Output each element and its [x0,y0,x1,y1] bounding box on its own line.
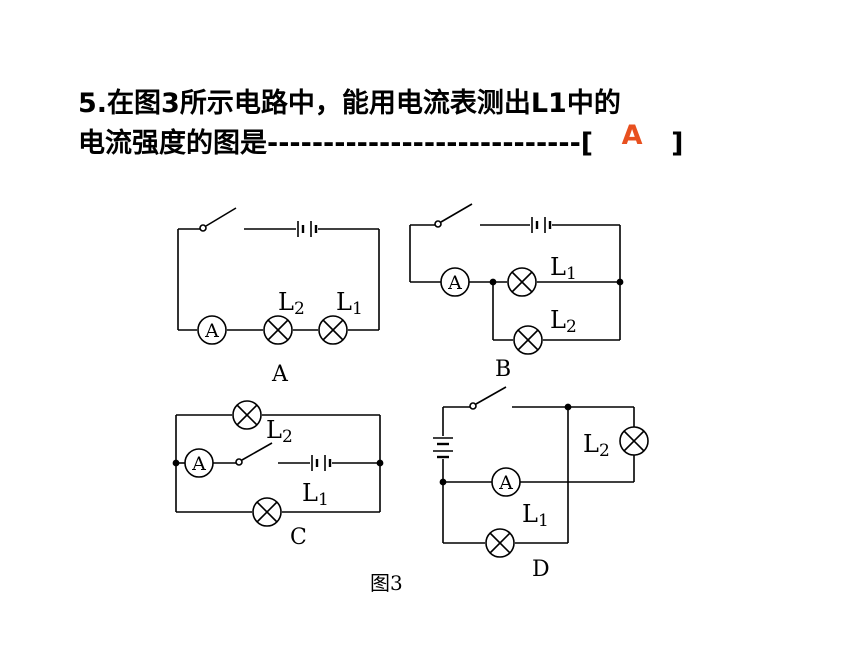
lamp-l2-icon [513,325,543,355]
circuit-a: A L2 L1 A [177,207,380,387]
circuit-d: A L2 L1 D [433,386,649,582]
switch-lever [205,207,237,227]
question-line-1: 5.在图3所示电路中，能用电流表测出L1中的 [78,84,683,124]
battery-icon [311,455,332,471]
circuit-c: A L2 L1 C [172,400,384,550]
question-text: 5.在图3所示电路中，能用电流表测出L1中的 电流强度的图是----------… [78,84,683,164]
ammeter-label: A [204,320,219,342]
switch-pivot [434,220,442,228]
lamp-l2-icon [263,315,293,345]
figure-caption: 图3 [370,571,403,595]
label-l2: L2 [278,288,305,319]
switch-lever [241,442,273,461]
label-l1: L1 [336,288,363,319]
switch-pivot [469,402,477,410]
battery-icon [531,217,552,233]
question-number: 5. [78,88,108,119]
lamp-l1-icon [252,497,282,527]
switch-pivot [199,224,207,232]
option-c-label: C [290,525,307,550]
ammeter-label: A [498,472,513,494]
battery-icon [297,221,318,237]
question-line1-text: 在图3所示电路中，能用电流表测出L1中的 [107,88,621,119]
ammeter-icon: A [184,448,214,478]
switch-pivot [235,458,243,466]
label-l2: L2 [583,430,610,461]
label-l2: L2 [550,306,577,337]
answer-text: A [621,120,643,151]
option-d-label: D [532,557,550,582]
label-l1: L1 [550,253,577,284]
switch-lever [475,386,507,405]
question-line2-text: 电流强度的图是----------------------------[ [78,128,594,159]
switch-lever [440,203,473,223]
circuit-b: A L1 L2 B [409,203,624,382]
ammeter-icon: A [197,315,227,345]
label-l1: L1 [302,479,329,510]
ammeter-label: A [191,453,206,475]
lamp-l1-icon [485,528,515,558]
lamp-l2-icon [232,400,262,430]
option-b-label: B [495,357,511,382]
label-l1: L1 [522,500,549,531]
question-line-2: 电流强度的图是----------------------------[ A] [78,120,684,164]
option-a-label: A [271,362,289,387]
lamp-l2-icon [619,426,649,456]
lamp-l1-icon [318,315,348,345]
ammeter-icon: A [491,467,521,497]
junction-dot [616,278,624,286]
lamp-l1-icon [507,267,537,297]
ammeter-icon: A [440,267,470,297]
label-l2: L2 [266,416,293,447]
closing-bracket: ] [671,128,684,159]
battery-icon [433,437,453,459]
ammeter-label: A [447,272,462,294]
